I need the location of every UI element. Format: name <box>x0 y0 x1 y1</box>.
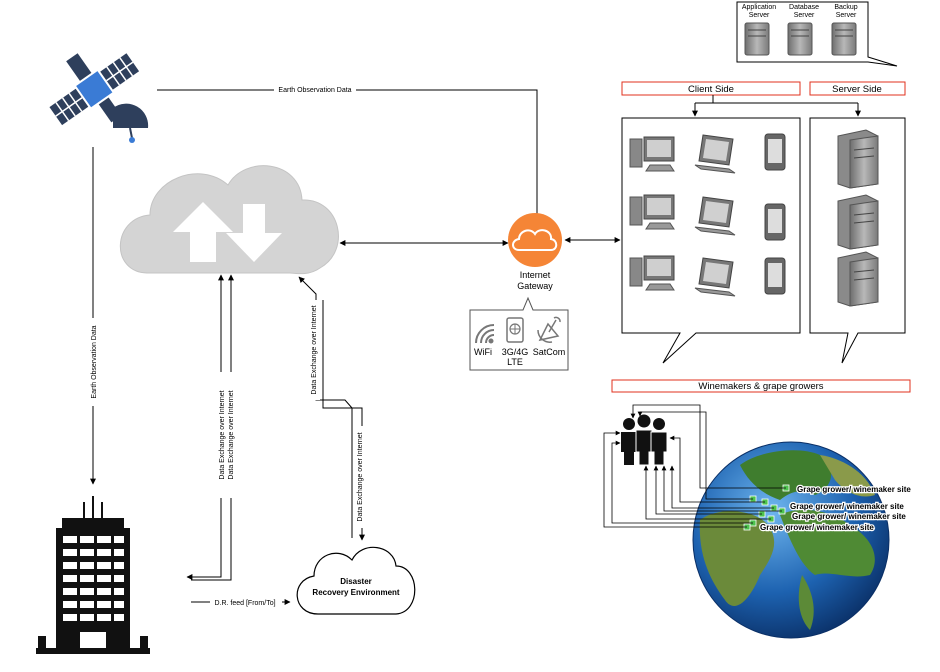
desktop-icon <box>629 194 675 230</box>
exchange-label-2: Data Exchange over Internet <box>228 390 235 479</box>
satellite-link-label: Earth Observation Data <box>278 87 351 94</box>
mobile-network-label-2: LTE <box>507 357 523 367</box>
building-icon <box>36 496 150 654</box>
satellite-link-label-bg <box>274 84 356 95</box>
client-side-title: Client Side <box>688 84 734 95</box>
site-people-links <box>603 404 786 528</box>
satcom-icon <box>537 316 561 343</box>
satcom-label: SatCom <box>533 347 566 357</box>
internet-gateway-icon <box>508 213 562 267</box>
laptop-icon <box>694 196 736 236</box>
connectivity-callout <box>469 296 569 371</box>
laptop-icon <box>694 257 736 297</box>
server-side-servers <box>837 129 879 307</box>
grower-site-label-3: Grape grower/ winemaker site <box>792 512 906 521</box>
database-server-label-1: Database <box>789 4 819 11</box>
backup-server-label-2: Server <box>836 12 857 19</box>
dr-feed-label: D.R. feed [From/To] <box>214 600 275 607</box>
exchange-label-bg <box>214 372 236 498</box>
winemakers-header <box>611 379 911 393</box>
server-icon <box>837 251 879 307</box>
vertical-link-label: Earth Observation Data <box>91 325 98 398</box>
application-server-label-1: Application <box>742 4 776 11</box>
grower-site-label-1: Grape grower/ winemaker site <box>797 485 911 494</box>
grower-site-label-4: Grape grower/ winemaker site <box>760 523 874 532</box>
disaster-recovery-cloud <box>296 546 416 615</box>
desktop-icon <box>629 255 675 291</box>
wifi-icon <box>475 324 495 344</box>
smartphone-icon <box>764 133 786 171</box>
download-arrow-icon <box>226 204 282 262</box>
dr-label-2: Recovery Environment <box>312 588 399 597</box>
dr-feed-label-bg <box>210 597 282 607</box>
dr-exchange-label-bg-2 <box>353 426 365 528</box>
top-servers-callout: Application Server Database Server Backu… <box>736 1 898 67</box>
server-icon <box>837 194 879 250</box>
client-side-header <box>621 81 801 96</box>
vertical-link-label-bg <box>87 318 99 406</box>
client-side-callout <box>621 117 801 364</box>
server-side-title: Server Side <box>832 84 882 95</box>
wifi-label: WiFi <box>474 347 492 357</box>
backup-server-icon <box>831 22 857 56</box>
server-side-header <box>809 81 906 96</box>
people-group-icon <box>621 414 668 466</box>
server-icon <box>837 129 879 189</box>
grower-site-label-2: Grape grower/ winemaker site <box>790 502 904 511</box>
smartphone-icon <box>764 203 786 241</box>
dr-exchange-label-bg-1 <box>308 300 320 400</box>
satellite-icon <box>49 53 149 143</box>
laptop-icon <box>694 134 736 174</box>
dr-exchange-label-1: Data Exchange over Internet <box>311 305 318 394</box>
dr-exchange-label-2: Data Exchange over Internet <box>357 432 364 521</box>
dr-label-1: Disaster <box>340 577 372 586</box>
gateway-label-2: Gateway <box>517 281 553 291</box>
desktop-icon <box>629 136 675 172</box>
upload-arrow-icon <box>173 202 233 262</box>
mobile-network-label-1: 3G/4G <box>502 347 529 357</box>
winemakers-title: Winemakers & grape growers <box>698 381 823 392</box>
mobile-network-icon <box>506 317 524 343</box>
cloud-icon <box>119 165 339 275</box>
gateway-label-1: Internet <box>520 270 551 280</box>
exchange-label-1: Data Exchange over Internet <box>219 390 226 479</box>
application-server-icon <box>744 22 770 56</box>
application-server-label-2: Server <box>749 12 770 19</box>
database-server-icon <box>787 22 813 56</box>
backup-server-label-1: Backup <box>834 4 857 11</box>
header-fork-arrows <box>692 95 861 117</box>
client-devices <box>629 133 786 297</box>
globe-icon <box>692 441 890 639</box>
smartphone-icon <box>764 257 786 295</box>
database-server-label-2: Server <box>794 12 815 19</box>
